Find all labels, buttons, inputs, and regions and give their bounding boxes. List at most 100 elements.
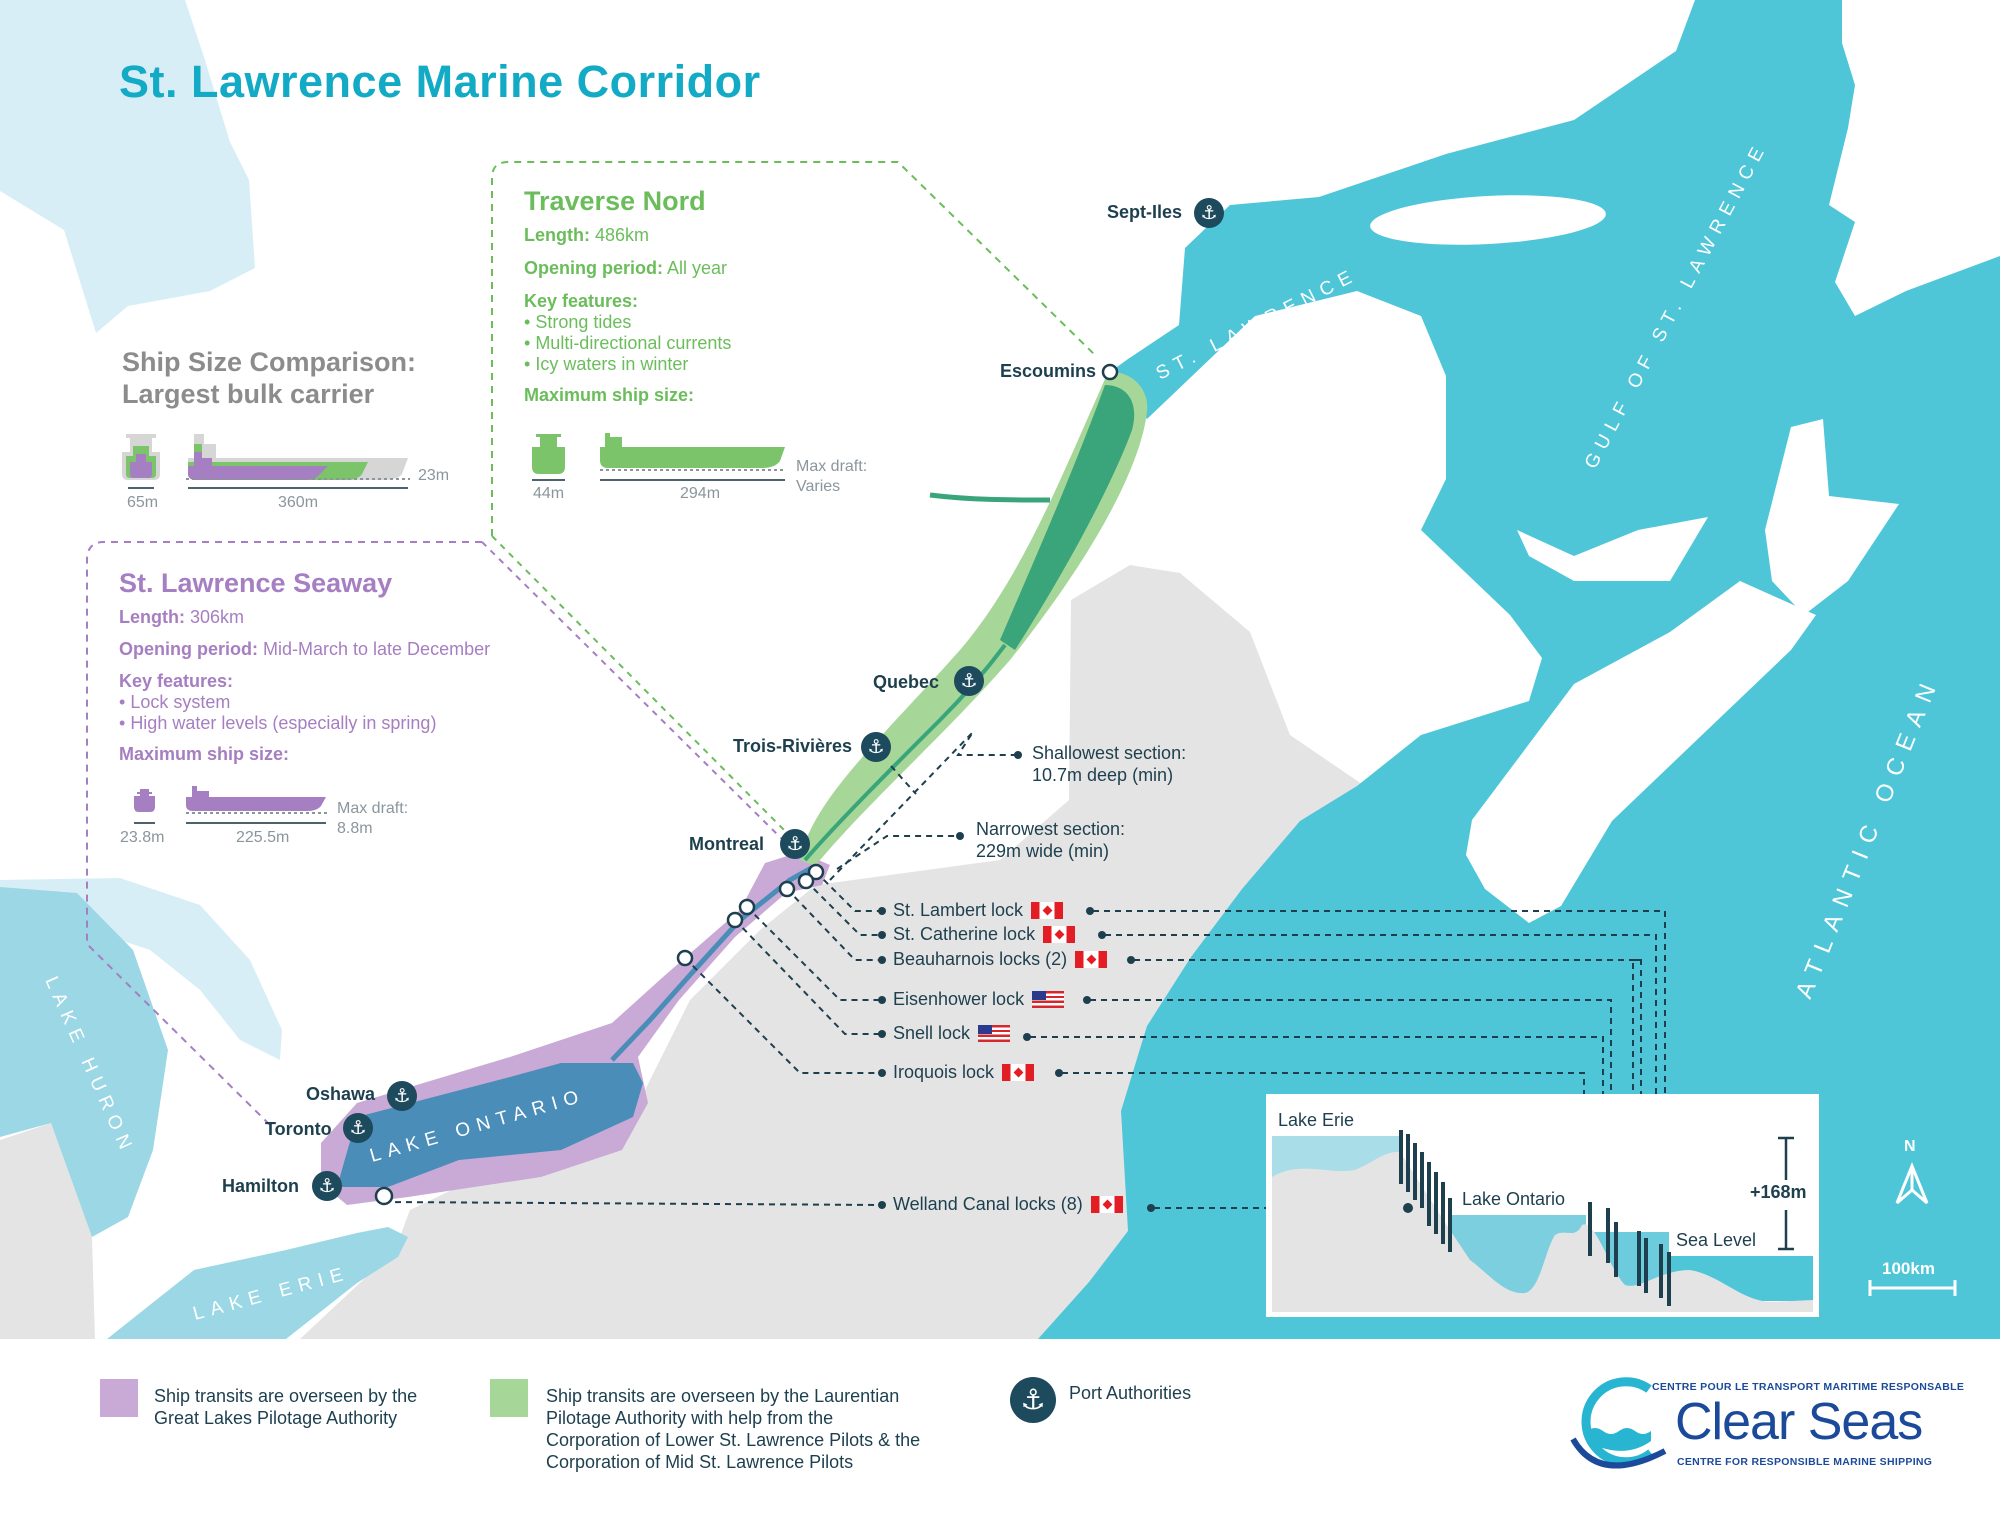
legend-swatch-seaway [100, 1379, 138, 1417]
traverse-nord-features-label: Key features: [524, 291, 639, 311]
seaway-title: St. Lawrence Seaway [119, 568, 393, 598]
traverse-nord-opening: Opening period: All year [524, 258, 731, 279]
nova-scotia [1466, 581, 1816, 923]
lock-label: St. Catherine lock [893, 924, 1076, 945]
port-label-trois-rivieres: Trois-Rivières [733, 736, 853, 756]
anchor-icon[interactable]: ⚓ [387, 1081, 417, 1111]
opening-label: Opening period: [524, 258, 663, 278]
lock-label: St. Lambert lock [893, 900, 1064, 921]
seaway-ships [134, 786, 328, 824]
seaway-draft: Max draft:8.8m [337, 800, 409, 837]
anchor-icon[interactable]: ⚓ [1194, 198, 1224, 228]
river-channel [803, 643, 1007, 862]
newfoundland [1829, 0, 2000, 316]
traverse-nord-leader [491, 535, 791, 837]
traverse-nord-max-label: Maximum ship size: [524, 385, 695, 405]
traverse-nord-draft: Max draft:Varies [796, 458, 868, 495]
clear-seas-logo-icon [1570, 1377, 1667, 1469]
elevation-profile [1266, 1094, 1819, 1317]
hudson-bay-water [0, 0, 255, 333]
length-value: 486km [595, 225, 650, 245]
traverse-nord-length-dim: 294m [680, 485, 721, 502]
leader-dots [878, 751, 1155, 1212]
feature-item: • High water levels (especially in sprin… [119, 713, 437, 733]
traverse-nord-ships [532, 433, 786, 481]
anchor-icon[interactable]: ⚓ [954, 666, 984, 696]
pei [1517, 517, 1708, 581]
profile-lake-ontario: Lake Ontario [1462, 1189, 1566, 1209]
seaway-length: Length: 306km [119, 607, 245, 627]
cape-breton [1765, 419, 1899, 615]
traverse-nord-width: 44m [533, 485, 565, 502]
anticosti-island [1370, 195, 1606, 245]
profile-elevation: +168m [1750, 1182, 1807, 1202]
comparison-length: 360m [278, 494, 319, 511]
logo-top-text: CENTRE POUR LE TRANSPORT MARITIME RESPON… [1652, 1381, 1965, 1393]
saguenay-river [929, 492, 1051, 503]
seaway-opening: Opening period: Mid-March to late Decemb… [119, 639, 491, 659]
legend-swatch-laurentian [490, 1379, 528, 1417]
lock-label: Snell lock [893, 1023, 1011, 1044]
canada-flag-icon [1090, 1196, 1123, 1213]
feature-item: • Lock system [119, 692, 231, 712]
compass-north: N [1904, 1138, 1916, 1155]
seaway-max-label: Maximum ship size: [119, 744, 290, 764]
feature-item: • Strong tides [524, 312, 632, 332]
atlantic-water [1038, 0, 2000, 1339]
length-label: Length: [524, 225, 590, 245]
opening-value: All year [667, 258, 728, 278]
legend-laurentian: Ship transits are overseen by the Lauren… [546, 1386, 921, 1472]
port-label-escoumins: Escoumins [1000, 361, 1097, 381]
anchor-icon[interactable]: ⚓ [343, 1113, 373, 1143]
logo-bottom-text: CENTRE FOR RESPONSIBLE MARINE SHIPPING [1677, 1456, 1933, 1468]
comparison-draft: 23m [418, 467, 450, 484]
feature-item: • Icy waters in winter [524, 354, 689, 374]
port-label-oshawa: Oshawa [306, 1084, 376, 1104]
traverse-nord-length: Length: 486km [524, 225, 731, 246]
comparison-width: 65m [127, 494, 159, 511]
port-label-montreal: Montreal [689, 834, 765, 854]
profile-lake-erie: Lake Erie [1278, 1110, 1355, 1130]
north-arrow-icon [1895, 1162, 1929, 1205]
anchor-icon[interactable]: ⚓ [780, 829, 810, 859]
seaway-outline [86, 541, 482, 1126]
traverse-nord-panel: Traverse Nord Length: 486km Opening peri… [524, 186, 731, 406]
traverse-nord-title: Traverse Nord [524, 186, 706, 216]
anchor-icon[interactable]: ⚓ [312, 1171, 342, 1201]
seaway-features-label: Key features: [119, 671, 234, 691]
logo-name: Clear Seas [1675, 1393, 1923, 1451]
us-flag-icon [978, 1025, 1011, 1042]
shallowest-note: Shallowest section:10.7m deep (min) [1032, 743, 1187, 785]
profile-sea-level: Sea Level [1676, 1230, 1757, 1250]
comparison-title-line1: Ship Size Comparison: [122, 347, 417, 377]
lock-label: Beauharnois locks (2) [893, 949, 1108, 970]
seaway-leader [481, 541, 784, 841]
seaway-river [610, 863, 817, 1062]
canada-flag-icon [1002, 1064, 1035, 1081]
laurentian-river [1000, 385, 1135, 650]
canada-flag-icon [1031, 902, 1064, 919]
lake-erie [107, 1227, 408, 1339]
us-flag-icon [1032, 991, 1065, 1008]
port-label-sept-iles: Sept-Iles [1107, 202, 1183, 222]
comparison-ships [122, 434, 410, 489]
lock-label: Welland Canal locks (8) [893, 1194, 1123, 1215]
lake-huron [0, 887, 168, 1237]
seaway-length-dim: 225.5m [236, 829, 290, 846]
traverse-nord-outline [491, 161, 1098, 536]
scale-label: 100km [1882, 1259, 1935, 1278]
port-label-hamilton: Hamilton [222, 1176, 300, 1196]
lake-ontario [337, 1063, 643, 1187]
scale-bar [1868, 1280, 1957, 1296]
legend-ports: Port Authorities [1069, 1383, 1192, 1403]
port-label-toronto: Toronto [265, 1119, 332, 1139]
comparison-title: Ship Size Comparison: Largest bulk carri… [122, 346, 416, 410]
lock-markers [374, 363, 1119, 1206]
port-label-quebec: Quebec [873, 672, 940, 692]
legend-anchor-icon: ⚓ [1010, 1377, 1056, 1423]
michigan-land [0, 1123, 95, 1339]
lock-label: Iroquois lock [893, 1062, 1035, 1083]
anchor-icon[interactable]: ⚓ [861, 732, 891, 762]
